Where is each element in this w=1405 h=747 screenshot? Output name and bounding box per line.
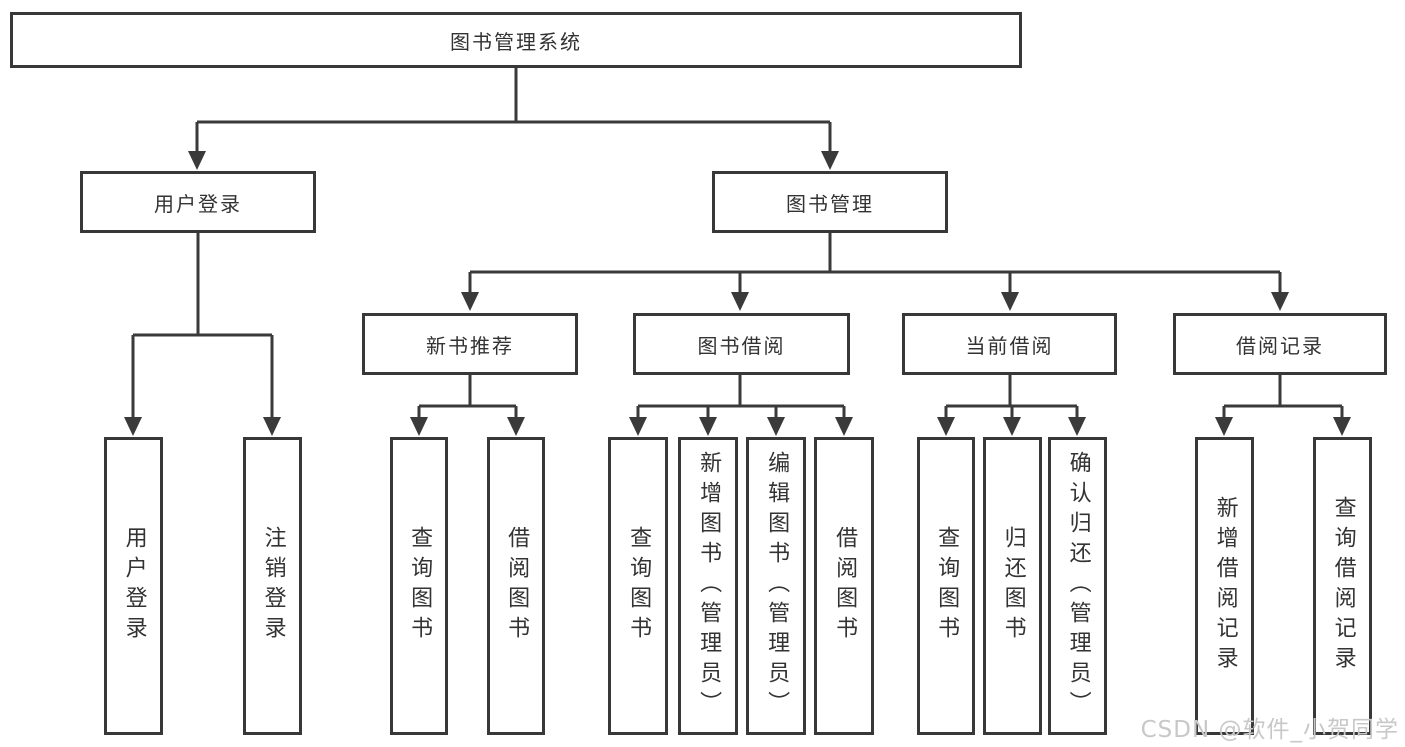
node-label: 借阅图书	[832, 526, 858, 646]
node-library-management-system: 图书管理系统	[10, 12, 1022, 68]
leaf-borrow-add-books-admin: 新增图书（管理员）	[678, 437, 738, 735]
leaf-current-query-books: 查询图书	[917, 437, 975, 735]
node-label: 图书管理系统	[450, 29, 582, 54]
node-label: 归还图书	[1000, 526, 1026, 646]
node-label: 用户登录	[121, 526, 147, 646]
leaf-user-login: 用户登录	[104, 437, 163, 735]
leaf-borrow-borrow-books: 借阅图书	[814, 437, 874, 735]
node-user-login: 用户登录	[80, 171, 316, 233]
node-label: 编辑图书（管理员）	[764, 451, 790, 721]
node-label: 借阅图书	[504, 526, 530, 646]
csdn-watermark: CSDN @软件_小贺同学	[1140, 717, 1399, 743]
leaf-borrow-query-books: 查询图书	[608, 437, 668, 735]
node-label: 新增借阅记录	[1212, 496, 1238, 676]
node-label: 图书管理	[786, 191, 874, 216]
node-label: 查询图书	[934, 526, 960, 646]
node-book-management: 图书管理	[712, 171, 948, 233]
node-label: 确认归还（管理员）	[1065, 451, 1091, 721]
node-label: 注销登录	[260, 526, 286, 646]
node-borrowing-records: 借阅记录	[1173, 313, 1387, 375]
leaf-records-add: 新增借阅记录	[1195, 437, 1254, 735]
node-label: 查询图书	[407, 526, 433, 646]
node-label: 新增图书（管理员）	[696, 451, 722, 721]
node-label: 新书推荐	[426, 333, 514, 358]
leaf-newbook-query-books: 查询图书	[390, 437, 448, 735]
node-label: 查询图书	[626, 526, 652, 646]
node-book-borrowing: 图书借阅	[633, 313, 850, 375]
leaf-borrow-edit-books-admin: 编辑图书（管理员）	[746, 437, 806, 735]
node-label: 图书借阅	[697, 333, 786, 358]
node-label: 用户登录	[154, 191, 242, 216]
leaf-current-return-books: 归还图书	[983, 437, 1042, 735]
node-label: 当前借阅	[965, 333, 1054, 358]
leaf-current-confirm-return-admin: 确认归还（管理员）	[1048, 437, 1107, 735]
node-label: 借阅记录	[1236, 333, 1324, 358]
node-new-book-recommend: 新书推荐	[362, 313, 578, 375]
leaf-logout: 注销登录	[243, 437, 302, 735]
leaf-newbook-borrow-books: 借阅图书	[487, 437, 545, 735]
node-current-borrowing: 当前借阅	[902, 313, 1117, 375]
leaf-records-query: 查询借阅记录	[1313, 437, 1372, 735]
node-label: 查询借阅记录	[1330, 496, 1356, 676]
